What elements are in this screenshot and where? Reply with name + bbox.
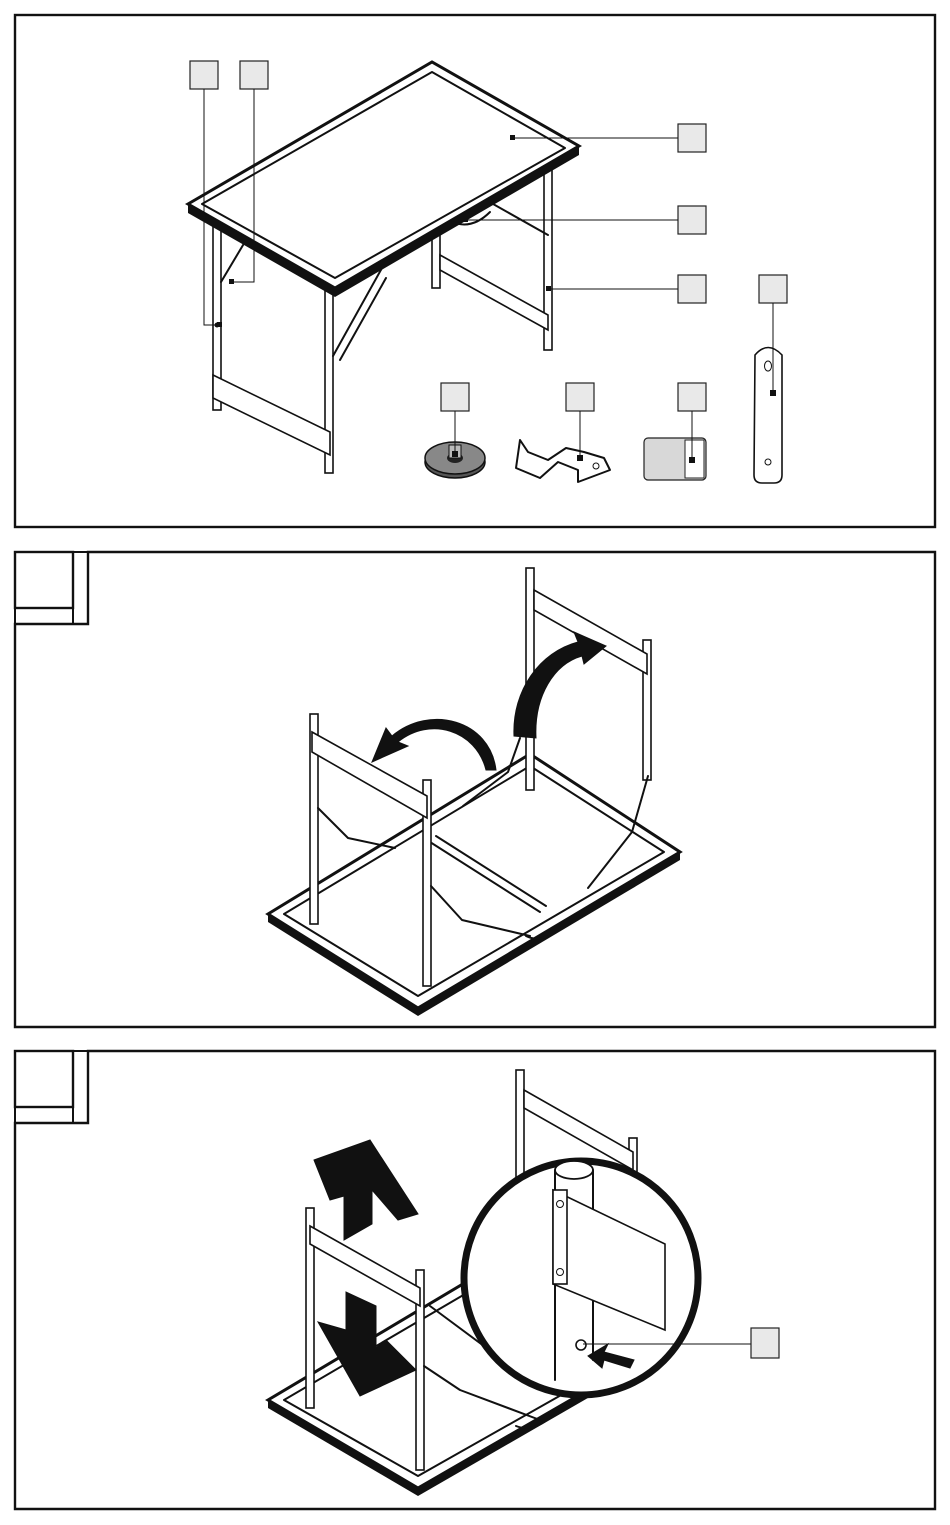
callout-box — [190, 61, 218, 89]
felt-pad — [644, 438, 706, 480]
metal-plate — [754, 348, 782, 484]
callout-box — [678, 206, 706, 234]
callout-box — [678, 124, 706, 152]
callout-box — [759, 275, 787, 303]
callout-box — [240, 61, 268, 89]
step-2-panel — [15, 1051, 935, 1509]
overview-panel — [15, 15, 935, 527]
callout-box — [751, 1328, 779, 1358]
step-number-box — [15, 1051, 73, 1107]
callout-box — [678, 383, 706, 411]
callout-box — [441, 383, 469, 411]
step-number-box — [15, 552, 73, 608]
callout-box — [566, 383, 594, 411]
step-1-panel — [15, 552, 935, 1027]
callout-box — [678, 275, 706, 303]
